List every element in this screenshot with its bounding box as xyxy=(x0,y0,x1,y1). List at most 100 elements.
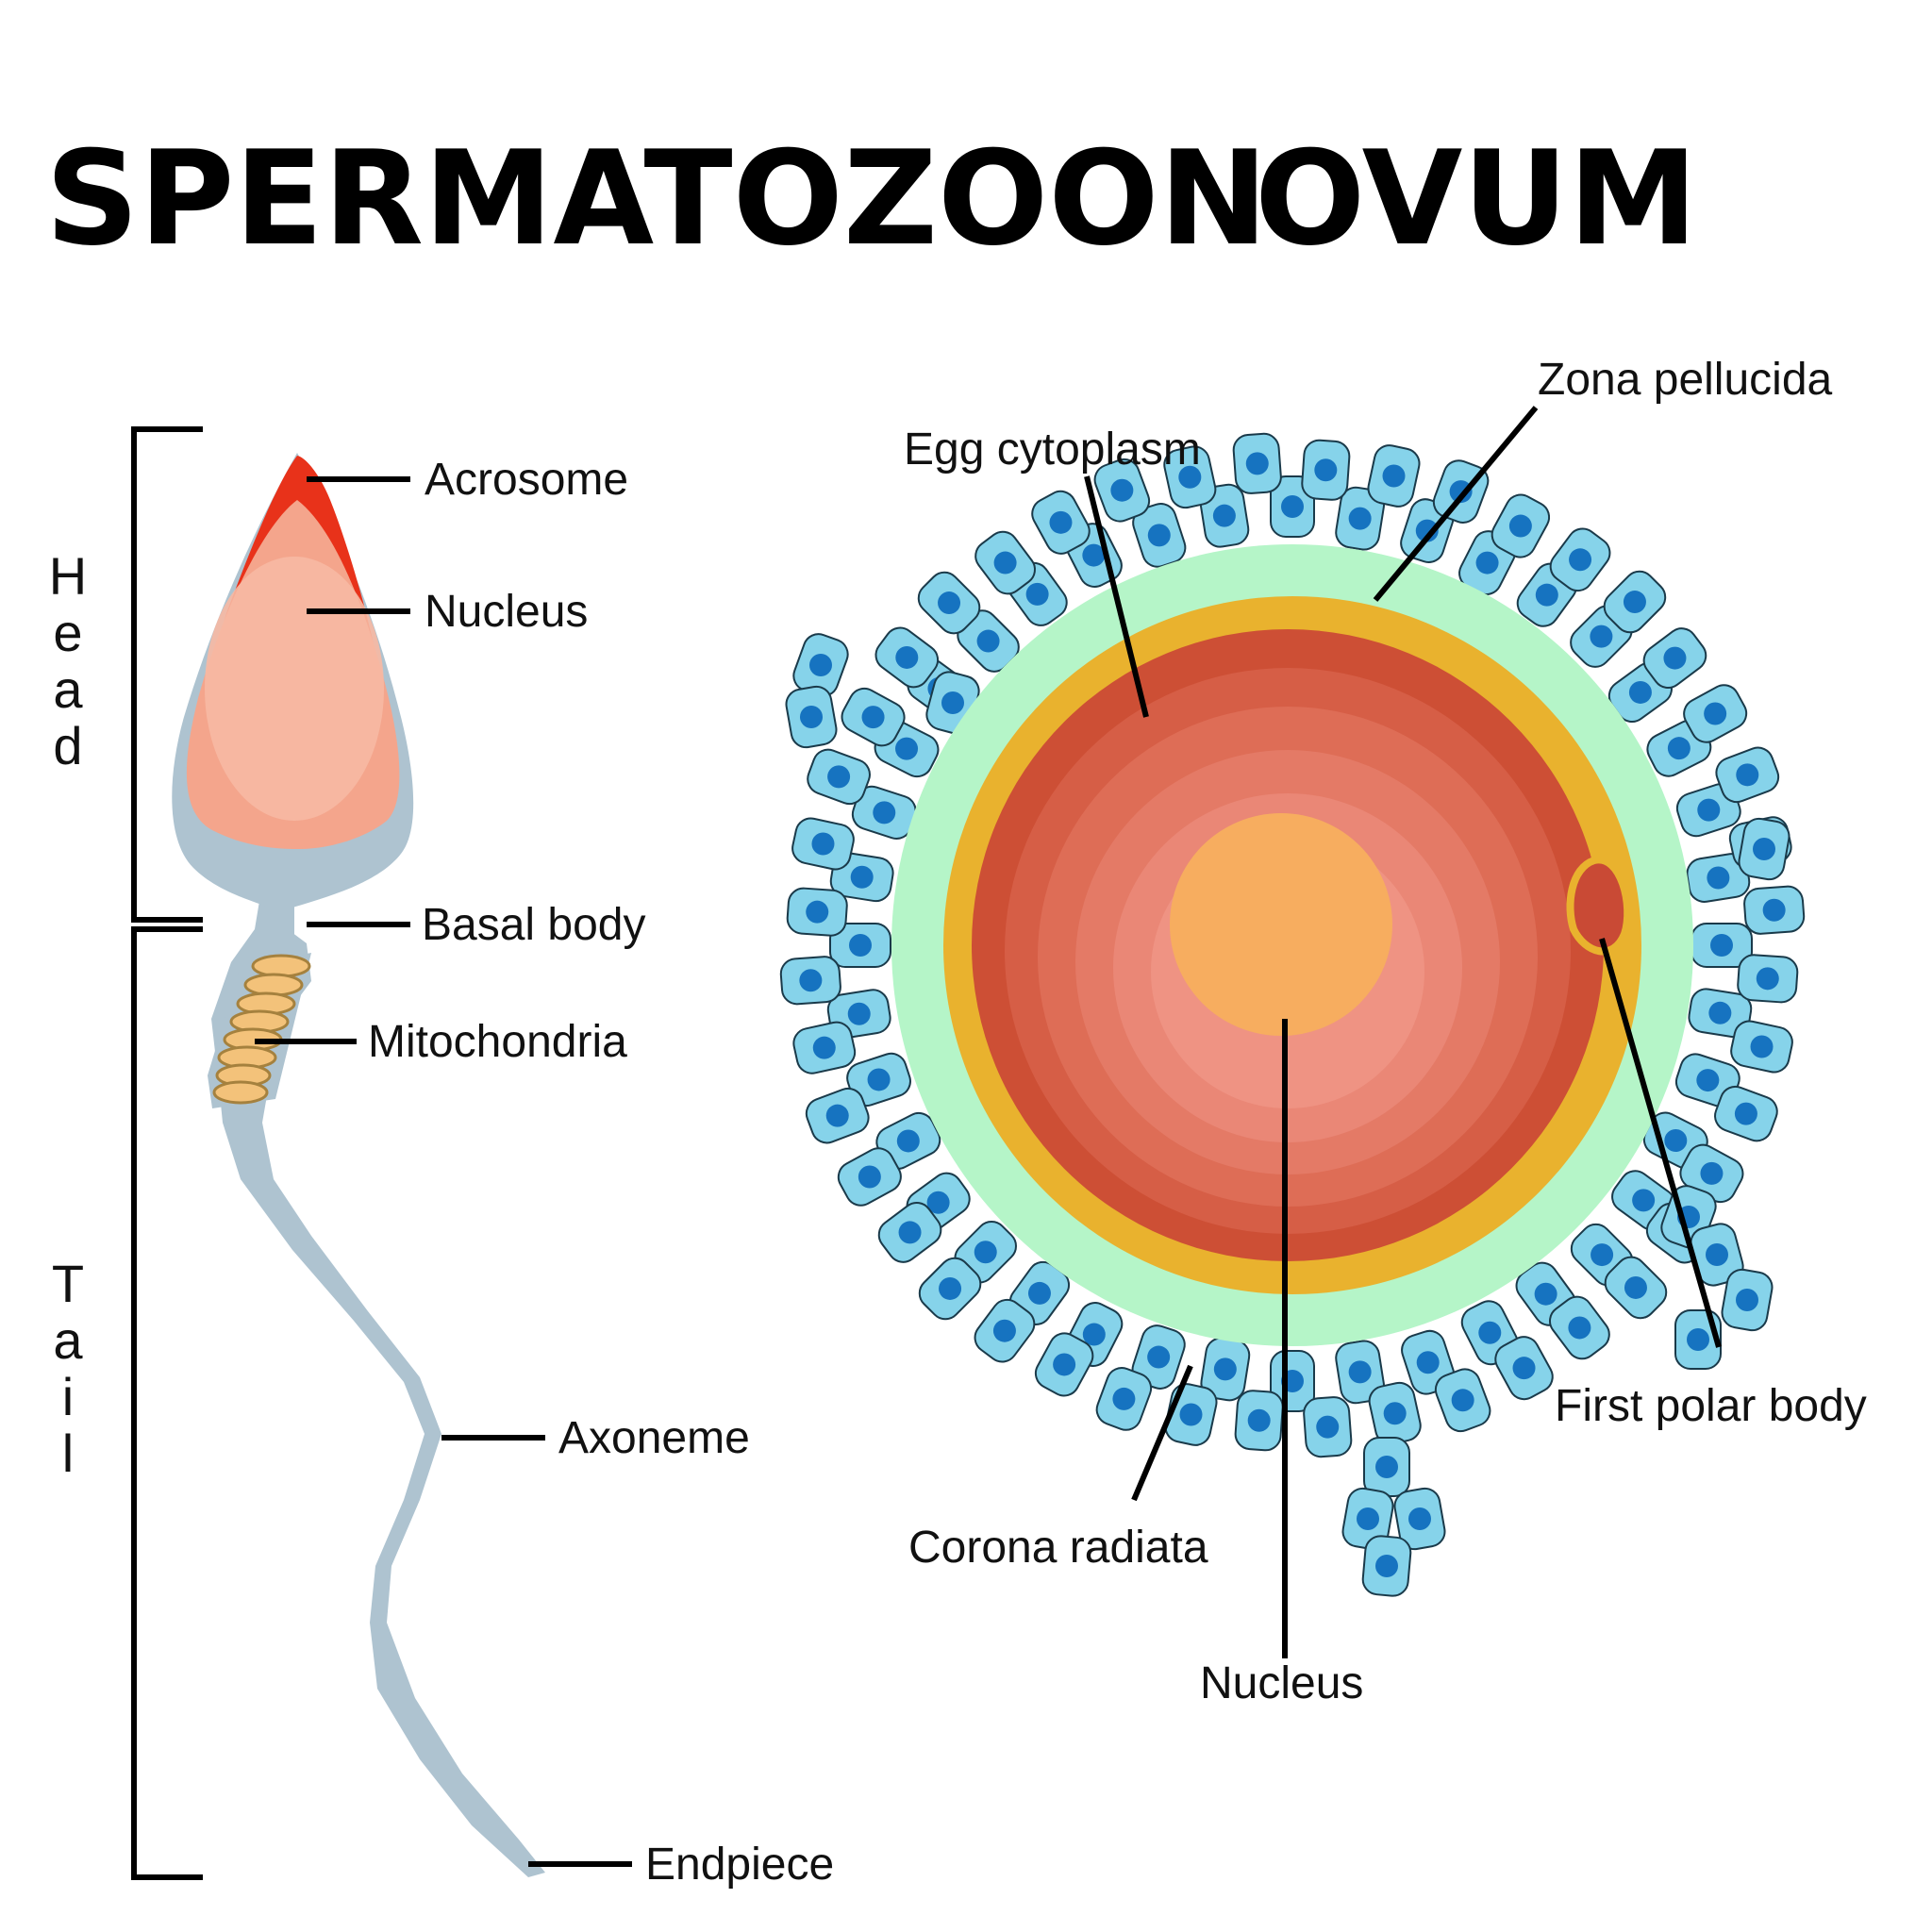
head-section-label: H e a d xyxy=(49,546,87,775)
tail-letter: T xyxy=(52,1254,84,1313)
corona-cell-nucleus xyxy=(1348,507,1372,530)
corona-cell-nucleus xyxy=(1212,504,1236,527)
corona-radiata-leader xyxy=(1131,1364,1193,1502)
corona-cell-nucleus xyxy=(1382,464,1406,488)
spermatozoon-figure xyxy=(172,453,545,1877)
corona-cell-nucleus xyxy=(811,832,835,856)
corona-cell-nucleus xyxy=(1179,1403,1203,1426)
corona-cell-nucleus xyxy=(1706,1243,1728,1266)
acrosome xyxy=(193,456,387,755)
corona-cell-nucleus xyxy=(1178,465,1202,489)
corona-cell-nucleus xyxy=(1590,625,1613,648)
axoneme-label: Axoneme xyxy=(558,1413,750,1463)
ovum-nucleus xyxy=(1170,813,1392,1036)
head-letter: e xyxy=(53,603,82,662)
corona-cell-nucleus xyxy=(1449,480,1473,504)
corona-cell-nucleus xyxy=(1415,519,1439,542)
corona-cell-nucleus xyxy=(939,1276,962,1300)
first-polar-body-leader xyxy=(1599,938,1722,1348)
corona-cell-nucleus xyxy=(1375,1456,1398,1478)
corona-cell-nucleus xyxy=(1697,798,1721,822)
corona-cell-nucleus xyxy=(850,865,874,889)
mitochondria-label: Mitochondria xyxy=(368,1017,627,1067)
egg-cytoplasm-leader xyxy=(1084,475,1149,718)
corona-cell-nucleus xyxy=(1451,1389,1474,1412)
corona-cell-nucleus xyxy=(895,737,919,760)
corona-cell-nucleus xyxy=(1664,1129,1688,1153)
corona-cell-nucleus xyxy=(1348,1360,1372,1384)
corona-cell-nucleus xyxy=(1707,866,1730,890)
first-polar-body-label: First polar body xyxy=(1555,1381,1867,1431)
tail-section-label: T a i l xyxy=(52,1254,84,1483)
corona-cell-nucleus xyxy=(1416,1351,1440,1374)
corona-cell-nucleus xyxy=(1667,737,1690,760)
corona-cell-nucleus xyxy=(1213,1357,1237,1381)
corona-cell-nucleus xyxy=(926,1191,950,1214)
tail-bracket xyxy=(131,926,203,1880)
corona-cell-nucleus xyxy=(898,1221,922,1244)
acrosome-label: Acrosome xyxy=(425,455,628,505)
endpiece-label: Endpiece xyxy=(645,1840,834,1890)
corona-cell-nucleus xyxy=(1475,551,1499,575)
corona-cell-nucleus xyxy=(1750,1035,1774,1058)
corona-cell-nucleus xyxy=(941,691,964,714)
sperm-nucleus-label: Nucleus xyxy=(425,587,588,637)
corona-cell-nucleus xyxy=(1704,702,1727,725)
corona-cell-nucleus xyxy=(1736,763,1759,787)
corona-cell-nucleus xyxy=(812,1036,836,1059)
corona-cell-nucleus xyxy=(1534,1282,1557,1306)
corona-cell-nucleus xyxy=(992,1319,1016,1342)
corona-cell-nucleus xyxy=(993,551,1017,575)
corona-cell-nucleus xyxy=(861,706,885,729)
corona-cell-nucleus xyxy=(1357,1507,1379,1530)
corona-cell-nucleus xyxy=(827,765,851,789)
corona-cell-nucleus xyxy=(1508,514,1532,538)
head-letter: a xyxy=(53,659,83,719)
tail-letter: a xyxy=(53,1310,83,1370)
corona-cell-nucleus xyxy=(1383,1402,1407,1425)
corona-cell-nucleus xyxy=(1632,1189,1656,1212)
corona-cell-nucleus xyxy=(976,629,1000,653)
corona-cell-nucleus xyxy=(1710,934,1733,957)
corona-cell-nucleus xyxy=(1408,1507,1431,1530)
corona-cell-nucleus xyxy=(1281,495,1304,518)
tail-letter: i xyxy=(62,1367,74,1426)
corona-cell-nucleus xyxy=(873,801,896,824)
corona-cell-nucleus xyxy=(1147,524,1171,547)
ovum-figure xyxy=(779,432,1806,1597)
corona-cell-nucleus xyxy=(1053,1353,1076,1376)
corona-cell-nucleus xyxy=(1247,1408,1271,1432)
egg-cytoplasm-label: Egg cytoplasm xyxy=(904,425,1201,475)
corona-cell-nucleus xyxy=(938,591,961,615)
head-letter: H xyxy=(49,546,87,606)
corona-cell-nucleus xyxy=(1082,1323,1106,1346)
corona-cell-nucleus xyxy=(1535,583,1558,607)
corona-cell-nucleus xyxy=(1569,548,1592,572)
corona-cell-nucleus xyxy=(1663,646,1687,670)
corona-cell-nucleus xyxy=(1708,1001,1732,1024)
corona-cell-nucleus xyxy=(1025,582,1049,606)
corona-cell-nucleus xyxy=(1734,1102,1757,1125)
corona-cell-nucleus xyxy=(1568,1316,1591,1340)
sperm-nucleus-highlight xyxy=(205,557,384,821)
corona-cell-nucleus xyxy=(1512,1357,1536,1380)
corona-cell-nucleus xyxy=(1762,898,1786,922)
corona-cell-nucleus xyxy=(1478,1321,1502,1344)
spermatozoon-title: SPERMATOZOON xyxy=(45,123,1268,275)
corona-cell-nucleus xyxy=(1624,1275,1647,1299)
corona-cell-nucleus xyxy=(1628,680,1652,704)
corona-cell-nucleus xyxy=(806,900,829,924)
corona-cell-nucleus xyxy=(1623,591,1646,614)
corona-cell-nucleus xyxy=(1082,543,1106,567)
corona-cell-nucleus xyxy=(896,1129,920,1153)
corona-cell-nucleus xyxy=(1110,478,1134,502)
corona-cell-nucleus xyxy=(867,1068,891,1091)
corona-radiata xyxy=(779,432,1806,1597)
corona-cell-nucleus xyxy=(1049,510,1073,534)
corona-cell-nucleus xyxy=(858,1165,881,1189)
corona-radiata-label: Corona radiata xyxy=(908,1523,1208,1573)
corona-cell-nucleus xyxy=(1316,1415,1340,1439)
basal-body-label: Basal body xyxy=(422,900,646,950)
corona-cell-nucleus xyxy=(1736,1289,1758,1311)
